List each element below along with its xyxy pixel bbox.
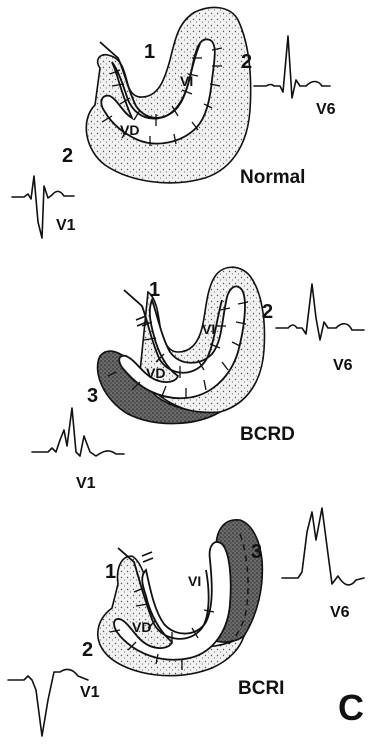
panel-bcri-v6-trace — [282, 508, 364, 585]
septal-block-mark — [142, 552, 152, 556]
panel-bcrd-v6-trace — [276, 284, 364, 340]
panel-normal: 1 2 2 VI VD Normal V6 V1 — [12, 7, 336, 238]
panel-bcrd-v1-trace — [32, 408, 124, 456]
panel-bcrd-v1-label: V1 — [76, 475, 96, 492]
panel-bcrd-number-1: 1 — [149, 279, 160, 301]
septal-block-mark-2 — [143, 558, 153, 562]
panel-bcrd-v6-label: V6 — [333, 357, 353, 374]
panel-normal-rv-label: VD — [120, 122, 139, 138]
panel-bcri-v6-label: V6 — [330, 604, 350, 621]
panel-bcrd-number-2: 2 — [262, 301, 273, 323]
panel-normal-number-1: 1 — [144, 41, 155, 63]
panel-normal-v6-trace — [254, 36, 330, 98]
panel-bcri-v1-trace — [8, 669, 88, 736]
panel-bcrd-title: BCRD — [240, 424, 295, 445]
panel-bcri-number-2: 2 — [82, 639, 93, 661]
panel-bcrd-rv-label: VD — [146, 365, 165, 381]
panel-normal-lv-label: VI — [180, 73, 193, 89]
figure-panel-letter: C — [338, 687, 364, 728]
panel-bcri-title: BCRI — [238, 678, 284, 699]
panel-normal-v6-label: V6 — [316, 101, 336, 118]
panel-normal-number-2-left: 2 — [62, 145, 73, 167]
panel-bcri-v1-label: V1 — [80, 684, 100, 701]
panel-bcri-number-1: 1 — [105, 561, 116, 583]
panel-normal-title: Normal — [240, 167, 305, 188]
panel-normal-number-2-right: 2 — [241, 51, 252, 73]
panel-bcrd: 1 2 3 VI VD BCRD V6 V1 — [32, 267, 364, 492]
panel-bcri-rv-label: VD — [132, 619, 151, 635]
panel-bcrd-number-3: 3 — [87, 385, 98, 407]
panel-bcrd-lv-label: VI — [202, 321, 215, 337]
heart-outer-wall — [86, 7, 250, 182]
panel-normal-v1-label: V1 — [56, 217, 76, 234]
panel-bcri: 1 3 2 VI VD BCRI V6 V1 — [8, 508, 364, 736]
panel-bcri-number-3: 3 — [251, 541, 262, 563]
panel-bcri-lv-label: VI — [188, 573, 201, 589]
